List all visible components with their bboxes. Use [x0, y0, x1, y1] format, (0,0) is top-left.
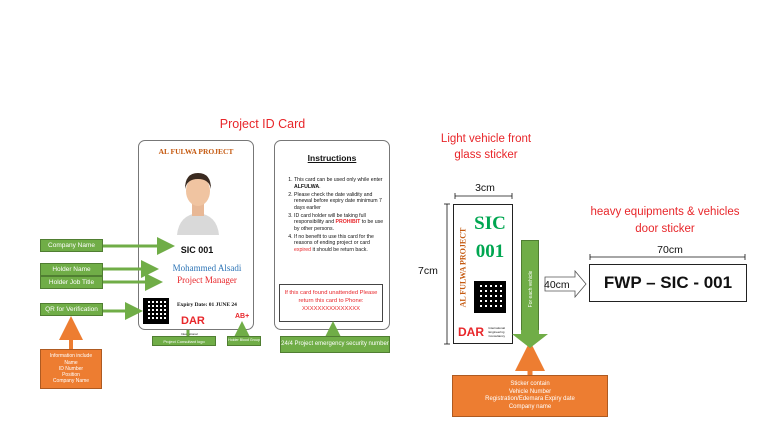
sticker-code-top: SIC: [474, 213, 506, 234]
holder-job-title: Project Manager: [177, 275, 237, 285]
blood-group: AB+: [235, 313, 250, 320]
sticker-logo-caption: International Engineering Consultancy: [488, 325, 505, 338]
label-emergency-number: 24/4 Project emergency security number: [280, 336, 390, 353]
instruction-item: If no benefit to use this card for the r…: [294, 234, 385, 254]
sticker-side-arrow: [512, 330, 548, 348]
sticker-qr-code: [474, 281, 506, 313]
card-qr-code: [143, 298, 169, 324]
label-holder-name: Holder Name: [40, 263, 103, 276]
qr-info-line: ID Number: [58, 365, 84, 372]
qr-info-line: Company Name: [52, 378, 90, 385]
instruction-item: This card can be used only while enter A…: [294, 177, 385, 190]
label-project-consultant-logo: Project Consultant logo: [152, 336, 216, 346]
instructions-heading: Instructions: [307, 153, 357, 163]
qr-info-line: Position: [62, 372, 80, 379]
sticker-logo-text: DAR: [458, 325, 484, 339]
label-company-name: Company Name: [40, 239, 103, 252]
sticker-height-label: 7cm: [418, 265, 438, 277]
sticker-info-line: Vehicle Number: [508, 388, 552, 395]
sticker-width-label: 3cm: [475, 182, 495, 194]
light-vehicle-sticker: AL FULWA PROJECT SIC 001 DAR Internation…: [453, 204, 513, 344]
instruction-item: Please check the date validity and renew…: [294, 192, 385, 212]
sticker-info-line: Registration/Edemara Expiry date: [485, 396, 575, 402]
sticker-project-name: AL FULWA PROJECT: [458, 227, 468, 308]
qr-info-box: Information include Name ID Number Posit…: [40, 349, 102, 389]
card-project-name: AL FULWA PROJECT: [158, 147, 234, 156]
card-number: SIC 001: [180, 245, 214, 255]
holder-name: Mohammed Alsadi: [172, 263, 242, 273]
id-card-back: Instructions This card can be used only …: [274, 140, 390, 330]
heavy-width-label: 70cm: [657, 244, 683, 256]
label-qr-verification: QR for Verification: [40, 303, 103, 316]
id-card-front: AL FULWA PROJECT SIC 001 Mohammed Alsadi…: [138, 140, 254, 344]
qr-info-line: Information include: [49, 353, 93, 360]
avatar-icon: [177, 173, 219, 235]
sticker-info-line: Company name: [508, 403, 552, 410]
sticker-title: Light vehicle front glass sticker: [440, 133, 532, 162]
heavy-sticker-code: FWP – SIC - 001: [603, 273, 733, 292]
heavy-sticker-title: heavy equipments & vehicles door sticker: [590, 206, 740, 235]
instruction-item: ID card holder will be taking full respo…: [294, 213, 385, 233]
expiry-date: Expiry Date: 01 JUNE 24: [177, 302, 237, 308]
card-logo-text: DAR: [181, 315, 205, 327]
sticker-40cm-label: 40cm: [544, 279, 570, 291]
qr-info-line: Name: [64, 359, 78, 366]
sticker-code-bottom: 001: [475, 241, 505, 262]
label-holder-blood-group: Holder Blood Group: [227, 336, 261, 346]
sticker-side-bar: For each vehicle: [521, 240, 539, 338]
sticker-side-label: For each vehicle: [528, 270, 534, 308]
sticker-info-line: Sticker contain: [510, 381, 550, 387]
heavy-sticker: FWP – SIC - 001: [589, 264, 747, 302]
sticker-company-logo: DAR International Engineering Consultanc…: [458, 323, 514, 341]
instructions-list: This card can be used only while enter A…: [281, 177, 385, 255]
project-id-card-title: Project ID Card: [219, 117, 306, 131]
label-holder-job-title: Holder Job Title: [40, 276, 103, 289]
sticker-info-box: Sticker contain Vehicle Number Registrat…: [452, 375, 608, 417]
